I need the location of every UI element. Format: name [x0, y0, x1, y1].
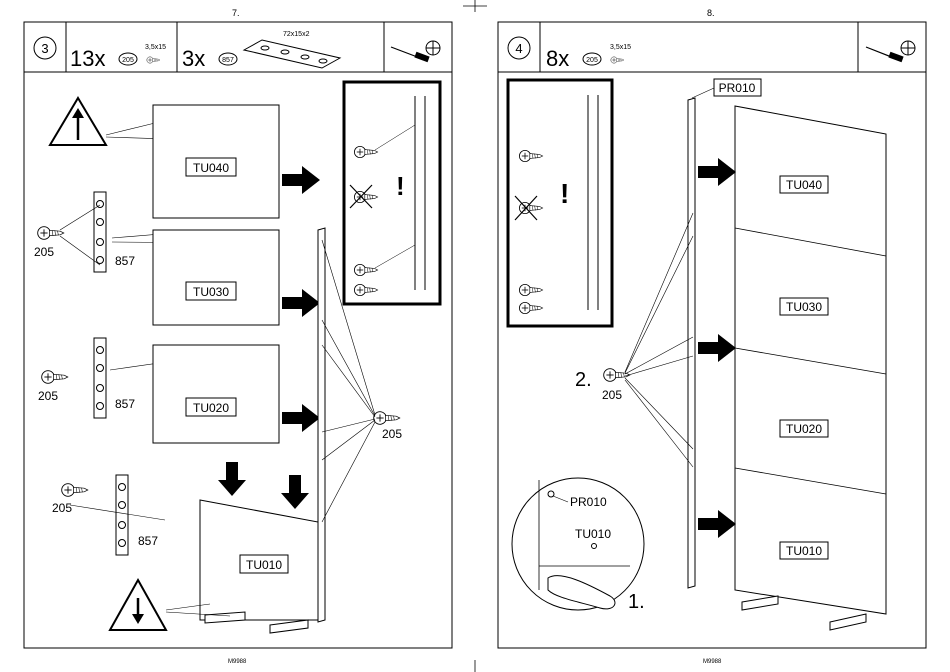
part-size: 72x15x2 — [283, 31, 310, 38]
order-label: 1. — [628, 591, 645, 613]
screw-icon — [38, 227, 64, 240]
detail-label: TU010 — [575, 527, 611, 541]
screw-icon — [62, 484, 88, 497]
screw-label: 205 — [38, 389, 58, 403]
bracket-label: 857 — [115, 397, 135, 411]
direction-arrow-icon — [698, 158, 736, 186]
down-arrow-icon — [281, 475, 309, 509]
screw-label: 205 — [382, 427, 402, 441]
panel-label: TU040 — [193, 161, 229, 175]
drill-bit-icon — [901, 41, 915, 55]
panel-label: TU010 — [246, 558, 282, 572]
screw-icon — [374, 412, 400, 425]
bracket-icon — [244, 40, 340, 68]
down-arrow-icon — [218, 462, 246, 496]
step-number: 3 — [41, 41, 48, 56]
panel-label: TU020 — [786, 422, 822, 436]
caution-icon: ! — [560, 178, 569, 209]
screw-icon — [147, 57, 160, 63]
panel-label: TU040 — [786, 178, 822, 192]
screw-icon — [611, 57, 624, 63]
direction-arrow-icon — [698, 510, 736, 538]
screw-label: 205 — [52, 501, 72, 515]
part-code: 205 — [586, 57, 598, 64]
drill-bit-icon — [426, 41, 440, 55]
part-size: 3,5x15 — [610, 44, 631, 51]
order-label: 2. — [575, 369, 592, 391]
part-size: 3,5x15 — [145, 44, 166, 51]
panel-label: TU020 — [193, 401, 229, 415]
detail-label: PR010 — [570, 495, 607, 509]
part-code: 857 — [222, 57, 234, 64]
part-qty: 3x — [182, 46, 205, 71]
direction-arrow-icon — [282, 404, 320, 432]
bracket-icon — [116, 475, 128, 555]
panel-label: TU010 — [786, 544, 822, 558]
part-qty: 8x — [546, 46, 569, 71]
bracket-label: 857 — [138, 534, 158, 548]
screwdriver-icon — [391, 47, 430, 62]
direction-arrow-icon — [282, 289, 320, 317]
panel-label: TU030 — [786, 300, 822, 314]
part-code: 205 — [122, 57, 134, 64]
screw-label: 205 — [602, 388, 622, 402]
side-panel-label: PR010 — [719, 81, 756, 95]
bracket-label: 857 — [115, 254, 135, 268]
part-qty: 13x — [70, 46, 105, 71]
down-warning-icon — [110, 580, 166, 630]
screw-label: 205 — [34, 245, 54, 259]
bracket-icon — [94, 338, 106, 418]
panel-label: TU030 — [193, 285, 229, 299]
page-left: 3 13x 205 3,5x15 3x 857 72x15x2 — [24, 22, 452, 648]
direction-arrow-icon — [282, 166, 320, 194]
caution-icon: ! — [396, 171, 405, 201]
screwdriver-icon — [866, 47, 904, 62]
bracket-icon — [94, 192, 106, 272]
page-right: 4 8x 205 3,5x15 ! PR010 — [498, 22, 926, 648]
direction-arrow-icon — [698, 334, 736, 362]
step-number: 4 — [515, 41, 522, 56]
up-warning-icon — [50, 98, 106, 145]
screw-icon — [42, 371, 68, 384]
